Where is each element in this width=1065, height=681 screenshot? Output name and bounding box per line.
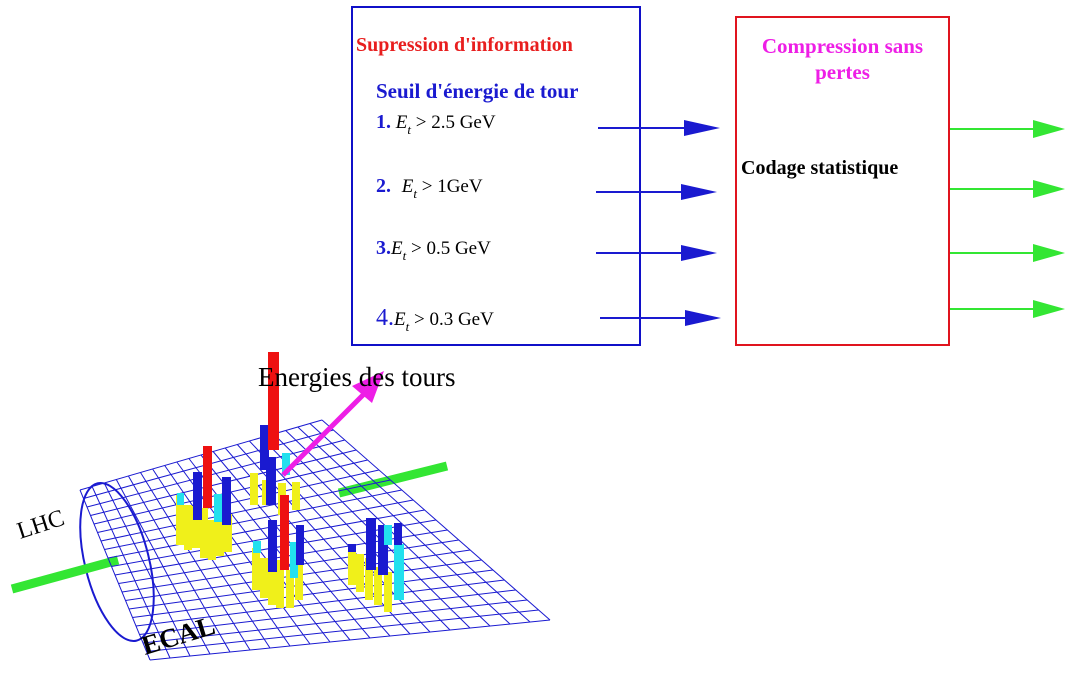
threshold-row: 2. Et > 1GeV [376, 175, 483, 201]
mesh-line [97, 469, 380, 533]
energy-tower [200, 508, 208, 558]
tower-energies-label: Energies des tours [258, 362, 456, 392]
threshold-subtitle: Seuil d'énergie de tour [376, 79, 579, 103]
energy-tower [295, 562, 303, 600]
energy-tower [348, 544, 356, 552]
statistical-coding-label: Codage statistique [741, 157, 899, 179]
threshold-number: 3. [376, 237, 391, 259]
energy-tower [184, 505, 192, 550]
threshold-condition: > 2.5 GeV [410, 112, 496, 133]
energy-tower [208, 520, 216, 560]
green-arrow-4 [950, 300, 1065, 318]
threshold-et: E [395, 112, 408, 133]
threshold-row: 1. Et > 2.5 GeV [376, 111, 496, 137]
energy-tower [216, 512, 224, 556]
threshold-row: 4.Et > 0.3 GeV [376, 305, 494, 334]
threshold-sub: t [402, 248, 407, 263]
green-arrow-2 [950, 180, 1065, 198]
energy-tower [222, 477, 231, 525]
magenta-arrow [281, 371, 384, 477]
energy-towers [176, 352, 404, 612]
energy-tower [290, 542, 298, 578]
mesh-line [146, 609, 539, 652]
energy-tower [224, 514, 232, 552]
energy-tower [268, 560, 276, 605]
energy-tower [292, 482, 300, 510]
suppression-block [351, 6, 641, 346]
mesh-line [135, 579, 505, 627]
energy-tower [384, 525, 392, 545]
threshold-sub: t [405, 319, 410, 334]
threshold-row: 3.Et > 0.5 GeV [376, 237, 491, 263]
energy-tower [296, 525, 304, 565]
suppression-title: Supression d'information [356, 34, 573, 56]
mesh-line [149, 619, 551, 661]
green-arrow-1 [950, 120, 1065, 138]
blue-arrow-4 [600, 310, 721, 326]
blue-arrow-2 [596, 184, 717, 200]
energy-tower [394, 523, 402, 545]
threshold-condition: > 1GeV [416, 176, 483, 197]
energy-tower [193, 472, 202, 520]
energy-tower [384, 572, 392, 612]
energy-tower [260, 425, 269, 470]
threshold-number: 4. [376, 305, 394, 331]
mesh-line [128, 559, 482, 610]
mesh-line [86, 439, 345, 508]
energy-tower [176, 495, 184, 545]
energy-tower [203, 446, 212, 508]
energy-tower [365, 558, 373, 600]
threshold-et: E [401, 176, 414, 197]
energy-tower [280, 495, 289, 570]
energy-tower [253, 541, 261, 553]
energy-tower [366, 518, 376, 570]
threshold-sub: t [407, 122, 411, 137]
energy-tower [378, 525, 388, 575]
energy-tower [252, 548, 260, 590]
mesh-line [79, 419, 323, 491]
energy-tower [348, 550, 356, 585]
energy-tower [282, 453, 290, 475]
energy-tower [356, 554, 364, 592]
threshold-et: E [394, 309, 406, 330]
energy-tower [268, 352, 279, 450]
threshold-number: 2. [376, 175, 391, 197]
mesh-line [100, 479, 391, 542]
energy-tower [268, 520, 277, 572]
blue-arrow-1 [598, 120, 720, 136]
energy-tower [286, 570, 294, 608]
threshold-condition: > 0.3 GeV [409, 309, 494, 330]
beam-line [10, 461, 449, 594]
threshold-number: 1. [376, 111, 391, 133]
threshold-sub: t [413, 186, 417, 201]
energy-tower [250, 473, 258, 505]
threshold-condition: > 0.5 GeV [406, 238, 491, 259]
green-output-arrows [950, 120, 1065, 318]
mesh-line [142, 599, 528, 644]
blue-arrows [596, 120, 721, 326]
green-arrow-3 [950, 244, 1065, 262]
compression-title: Compression sans pertes [761, 34, 924, 84]
compression-block [735, 16, 950, 346]
energy-tower [214, 494, 222, 522]
mesh-line [104, 489, 402, 550]
mesh-line [139, 589, 516, 635]
energy-tower [192, 506, 200, 548]
ecal-mesh [79, 419, 551, 661]
mesh-line [132, 569, 494, 618]
energy-tower [266, 457, 276, 505]
energy-tower [276, 560, 284, 608]
energy-tower [177, 493, 184, 505]
threshold-et: E [391, 238, 403, 259]
energy-tower [394, 544, 404, 600]
blue-arrow-3 [596, 245, 717, 261]
mesh-line [107, 499, 414, 559]
energy-tower [260, 558, 268, 598]
energy-tower [374, 567, 382, 605]
